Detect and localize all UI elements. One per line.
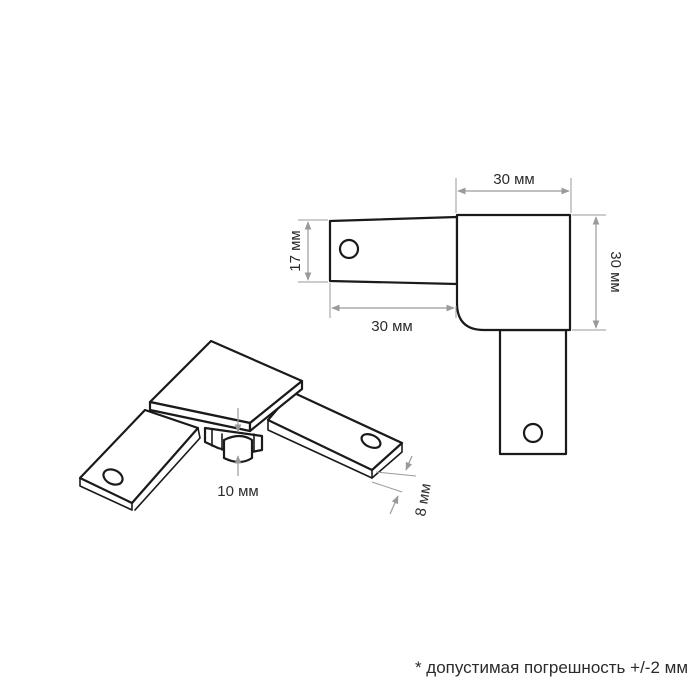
iso-right-arm <box>266 390 404 472</box>
iso-left-arm <box>78 408 200 505</box>
center-housing <box>455 213 572 332</box>
dimension-left-height-label: 17 мм <box>287 230 304 271</box>
left-arm-hole-icon <box>338 238 360 260</box>
dimension-arm-width-label: 8 мм <box>412 482 434 518</box>
bottom-arm-hole-icon <box>522 422 544 444</box>
dimension-top-width: 30 мм <box>455 171 572 213</box>
top-view-connector <box>328 213 572 456</box>
iso-left-arm-hole-icon <box>102 468 124 486</box>
dimension-top-width-label: 30 мм <box>493 171 534 188</box>
dimension-bottom-width-label: 30 мм <box>371 318 412 335</box>
dimension-arm-width: 8 мм <box>371 455 435 518</box>
dimension-left-height: 17 мм <box>287 219 328 283</box>
iso-right-arm-hole-icon <box>360 433 382 449</box>
dimension-right-height: 30 мм <box>572 214 624 331</box>
tolerance-footnote: * допустимая погрешность +/-2 мм <box>414 658 688 677</box>
dimension-bottom-width: 30 мм <box>329 283 457 335</box>
dimension-thickness: 10 мм <box>217 408 259 500</box>
dimension-thickness-label: 10 мм <box>217 483 258 500</box>
isometric-connector <box>78 339 404 511</box>
dimension-right-height-label: 30 мм <box>607 251 624 292</box>
